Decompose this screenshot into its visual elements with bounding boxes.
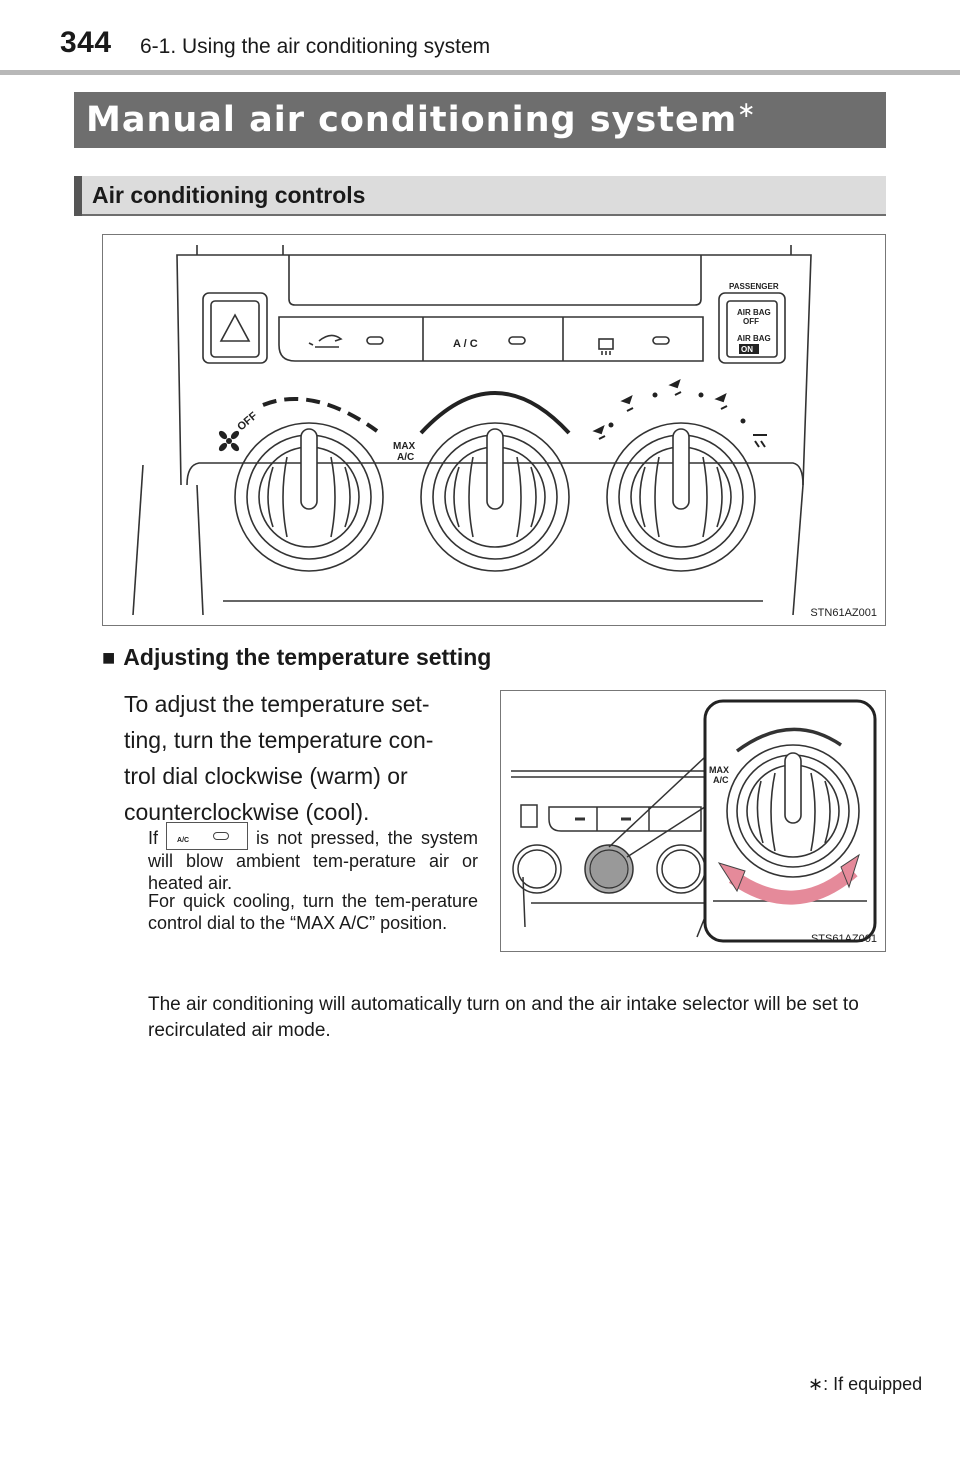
control-panel-figure: PASSENGER AIR BAG OFF AIR BAG ON A / C O… [102,234,886,626]
rotation-arrow [728,865,858,905]
ac-button-inline-label: A/C [177,837,190,844]
paragraph-line: trol dial clockwise (warm) or [124,763,408,789]
chapter-title: 6-1. Using the air conditioning system [140,35,491,58]
page-title: Manual air conditioning system∗ [86,98,757,140]
footnote-marker: ∗ [808,1374,824,1394]
fan-dial [234,422,384,572]
airbag-off-label-1: AIR BAG [737,308,771,317]
page-title-text: Manual air conditioning system [86,100,738,140]
fan-icon [218,430,240,452]
note1-before: If [148,828,159,848]
mode-dial [606,422,756,572]
ac-button-label: A / C [453,338,478,350]
page-number: 344 [60,26,112,59]
paragraph-line: counterclockwise (cool). [124,799,370,825]
ac-dial-label: A/C [397,452,414,463]
passenger-label: PASSENGER [729,282,779,291]
temperature-heading: ■ Adjusting the temperature setting [102,644,491,671]
ac-button-inline: A/C [166,822,249,850]
subsection-title: Air conditioning controls [92,182,366,208]
airbag-off-label-2: OFF [743,317,759,326]
figure2-code: STS61AZ001 [810,933,877,945]
temperature-heading-text: Adjusting the temperature setting [123,644,492,670]
temperature-dial [420,422,570,572]
fan-speed-arc [262,397,379,433]
note1-after: is not pressed, the system will blow amb… [148,828,478,893]
temperature-paragraph: To adjust the temperature set- ting, tur… [124,686,476,830]
footnote: ∗: If equipped [808,1374,922,1395]
recirculation-paragraph: The air conditioning will automatically … [148,994,859,1041]
dials [234,422,756,572]
temperature-arc [419,391,571,435]
airbag-on-label-2: ON [741,345,753,354]
temperature-dial-figure: MAX A/C STS61AZ001 [500,690,886,952]
section-title-bar: Manual air conditioning system∗ [74,92,886,148]
note-quick-cooling: For quick cooling, turn the tem-perature… [148,891,478,933]
subsection-bar: Air conditioning controls [74,176,886,216]
subsection-accent [74,176,82,216]
paragraph-line: ting, turn the temperature con- [124,727,434,753]
mode-icons [592,379,767,448]
temperature-dial-illustration: MAX A/C [511,699,877,943]
indicator-icon [213,832,230,840]
ac-dial-label: A/C [713,775,729,785]
header-rule [0,70,960,75]
airbag-on-label-1: AIR BAG [737,334,771,343]
control-panel-illustration: PASSENGER AIR BAG OFF AIR BAG ON A / C O… [132,245,812,616]
page-header: 344 6-1. Using the air conditioning syst… [0,0,960,76]
footnote-text: : If equipped [823,1374,923,1394]
max-label: MAX [709,765,729,775]
figure1-code: STN61AZ001 [810,607,877,619]
equipped-marker: ∗ [737,98,757,123]
section-marker: ■ [102,645,116,670]
fan-off-label: OFF [235,410,260,434]
paragraph-line: To adjust the temperature set- [124,691,430,717]
max-label: MAX [393,441,416,452]
